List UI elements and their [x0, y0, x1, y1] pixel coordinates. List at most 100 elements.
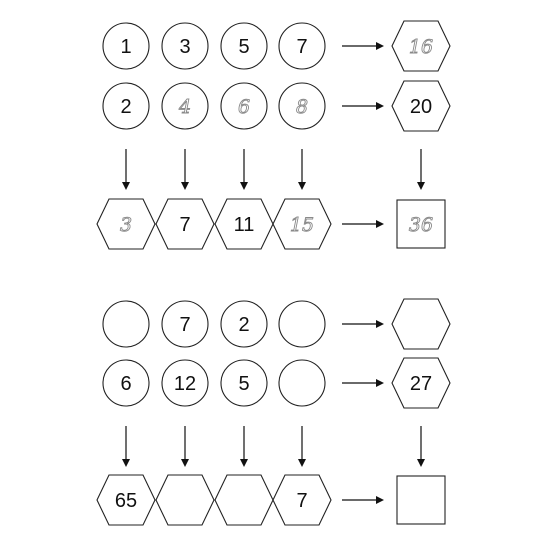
arrow-down — [298, 149, 306, 190]
cell-number: 6 — [238, 96, 250, 118]
arrow-down — [240, 426, 248, 467]
cell-number: 4 — [178, 96, 191, 118]
row-bottom-hexagon-4: 15 — [272, 198, 332, 250]
square-shape — [396, 199, 446, 249]
circle-shape — [161, 22, 209, 70]
row-middle-circle-4: 8 — [278, 82, 326, 130]
circle-shape — [220, 22, 268, 70]
puzzle-2: 6 65 7 12 2 5 7 27 — [96, 298, 451, 526]
row-middle-circle-1: 6 — [102, 359, 150, 407]
circle-shape — [102, 22, 150, 70]
arrow-right — [342, 102, 384, 110]
cell-number: 2 — [238, 314, 249, 336]
cell-number: 5 — [238, 373, 249, 395]
row-bottom-result-square — [396, 475, 446, 525]
circle-shape — [278, 82, 326, 130]
arrow-down — [417, 149, 425, 190]
row-bottom-result-square: 36 — [396, 199, 446, 249]
arrow-down — [298, 426, 306, 467]
cell-number: 16 — [409, 36, 433, 58]
arrow-right — [342, 42, 384, 50]
arrow-down — [240, 149, 248, 190]
row-bottom-hexagon-1: 65 — [96, 474, 156, 526]
row-middle-circle-2: 12 — [161, 359, 209, 407]
cell-number: 7 — [296, 490, 307, 512]
row-top-result-hexagon — [391, 298, 451, 350]
hexagon-shape — [96, 198, 156, 250]
hexagon-shape — [391, 80, 451, 132]
row-bottom-hexagon-2 — [155, 474, 215, 526]
cell-number: 20 — [410, 96, 432, 118]
arrow-down — [122, 149, 130, 190]
circle-shape — [278, 300, 326, 348]
row-bottom-hexagon-3: 11 — [214, 198, 274, 250]
circle-shape — [161, 300, 209, 348]
arrow-down — [181, 426, 189, 467]
arrow-right — [342, 320, 384, 328]
hexagon-shape — [272, 198, 332, 250]
row-top-circle-1: 1 — [102, 22, 150, 70]
cell-number: 3 — [179, 36, 190, 58]
row-bottom-hexagon-4: 7 — [272, 474, 332, 526]
hexagon-shape — [96, 474, 156, 526]
arrow-down — [122, 426, 130, 467]
cell-number: 7 — [296, 36, 307, 58]
cell-number: 8 — [296, 96, 308, 118]
cell-number: 27 — [410, 373, 432, 395]
arrow-right — [342, 379, 384, 387]
row-middle-result-hexagon: 20 — [391, 80, 451, 132]
hexagon-shape — [391, 357, 451, 409]
hexagon-shape — [155, 474, 215, 526]
circle-shape — [278, 359, 326, 407]
cell-number: 65 — [115, 490, 137, 512]
cell-number: 3 — [120, 214, 132, 236]
circle-shape — [220, 359, 268, 407]
cell-number: 6 — [120, 373, 131, 395]
circle-shape — [102, 359, 150, 407]
circle-shape — [102, 300, 150, 348]
cell-number: 7 — [179, 214, 190, 236]
cell-number: 36 — [409, 214, 433, 236]
arrow-down — [417, 426, 425, 467]
puzzle-1: 1 2 3 3 4 7 5 6 11 7 8 15 16 20 36 — [96, 20, 451, 250]
row-middle-circle-3: 5 — [220, 359, 268, 407]
row-bottom-hexagon-2: 7 — [155, 198, 215, 250]
row-bottom-hexagon-3 — [214, 474, 274, 526]
row-middle-circle-3: 6 — [220, 82, 268, 130]
hexagon-shape — [155, 198, 215, 250]
hexagon-shape — [391, 298, 451, 350]
row-middle-circle-1: 2 — [102, 82, 150, 130]
cell-number: 15 — [290, 214, 314, 236]
hexagon-shape — [272, 474, 332, 526]
arrow-down — [181, 149, 189, 190]
row-top-circle-4: 7 — [278, 22, 326, 70]
cell-number: 2 — [120, 96, 131, 118]
circle-shape — [278, 22, 326, 70]
cell-number: 11 — [234, 214, 255, 236]
row-top-circle-4 — [278, 300, 326, 348]
row-top-circle-3: 2 — [220, 300, 268, 348]
circle-shape — [220, 82, 268, 130]
cell-number: 1 — [120, 36, 131, 58]
circle-shape — [161, 359, 209, 407]
square-shape — [396, 475, 446, 525]
circle-shape — [102, 82, 150, 130]
row-middle-circle-4 — [278, 359, 326, 407]
row-top-circle-2: 3 — [161, 22, 209, 70]
row-top-circle-2: 7 — [161, 300, 209, 348]
cell-number: 7 — [179, 314, 190, 336]
arrow-right — [342, 496, 384, 504]
row-top-circle-3: 5 — [220, 22, 268, 70]
hexagon-shape — [391, 20, 451, 72]
arrow-right — [342, 220, 384, 228]
cell-number: 5 — [238, 36, 249, 58]
hexagon-shape — [214, 474, 274, 526]
cell-number: 12 — [174, 373, 196, 395]
row-top-result-hexagon: 16 — [391, 20, 451, 72]
row-middle-result-hexagon: 27 — [391, 357, 451, 409]
row-middle-circle-2: 4 — [161, 82, 209, 130]
circle-shape — [220, 300, 268, 348]
row-bottom-hexagon-1: 3 — [96, 198, 156, 250]
circle-shape — [161, 82, 209, 130]
